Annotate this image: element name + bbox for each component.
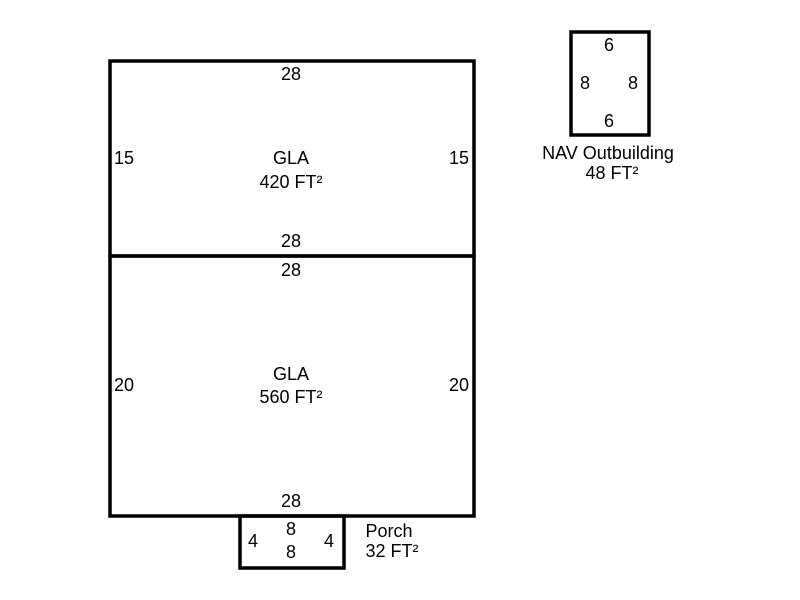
porch-bottom-dimension: 8 [285, 542, 297, 562]
lower-right-dimension: 20 [448, 375, 470, 395]
outbuilding-area-size: 48 FT² [585, 163, 639, 183]
outbuilding-top-dimension: 6 [603, 35, 615, 55]
upper-area-size: 420 FT² [259, 172, 323, 192]
outbuilding-outline [569, 30, 651, 137]
upper-bottom-dimension: 28 [280, 231, 302, 251]
upper-right-dimension: 15 [448, 148, 470, 168]
lower-area-name: GLA [272, 364, 310, 384]
lower-gla-outline [108, 254, 476, 518]
outbuilding-right-dimension: 8 [627, 73, 639, 93]
porch-outline [238, 514, 346, 570]
upper-area-name: GLA [272, 148, 310, 168]
upper-left-dimension: 15 [113, 148, 135, 168]
lower-area-size: 560 FT² [259, 387, 323, 407]
porch-top-dimension: 8 [285, 519, 297, 539]
outbuilding-left-dimension: 8 [579, 73, 591, 93]
porch-left-dimension: 4 [247, 531, 259, 551]
upper-top-dimension: 28 [280, 64, 302, 84]
lower-left-dimension: 20 [113, 375, 135, 395]
lower-bottom-dimension: 28 [280, 491, 302, 511]
outbuilding-area-name: NAV Outbuilding [542, 143, 674, 163]
outbuilding-bottom-dimension: 6 [603, 111, 615, 131]
porch-right-dimension: 4 [323, 531, 335, 551]
porch-area-size: 32 FT² [365, 541, 419, 561]
lower-top-dimension: 28 [280, 260, 302, 280]
porch-area-name: Porch [365, 521, 413, 541]
